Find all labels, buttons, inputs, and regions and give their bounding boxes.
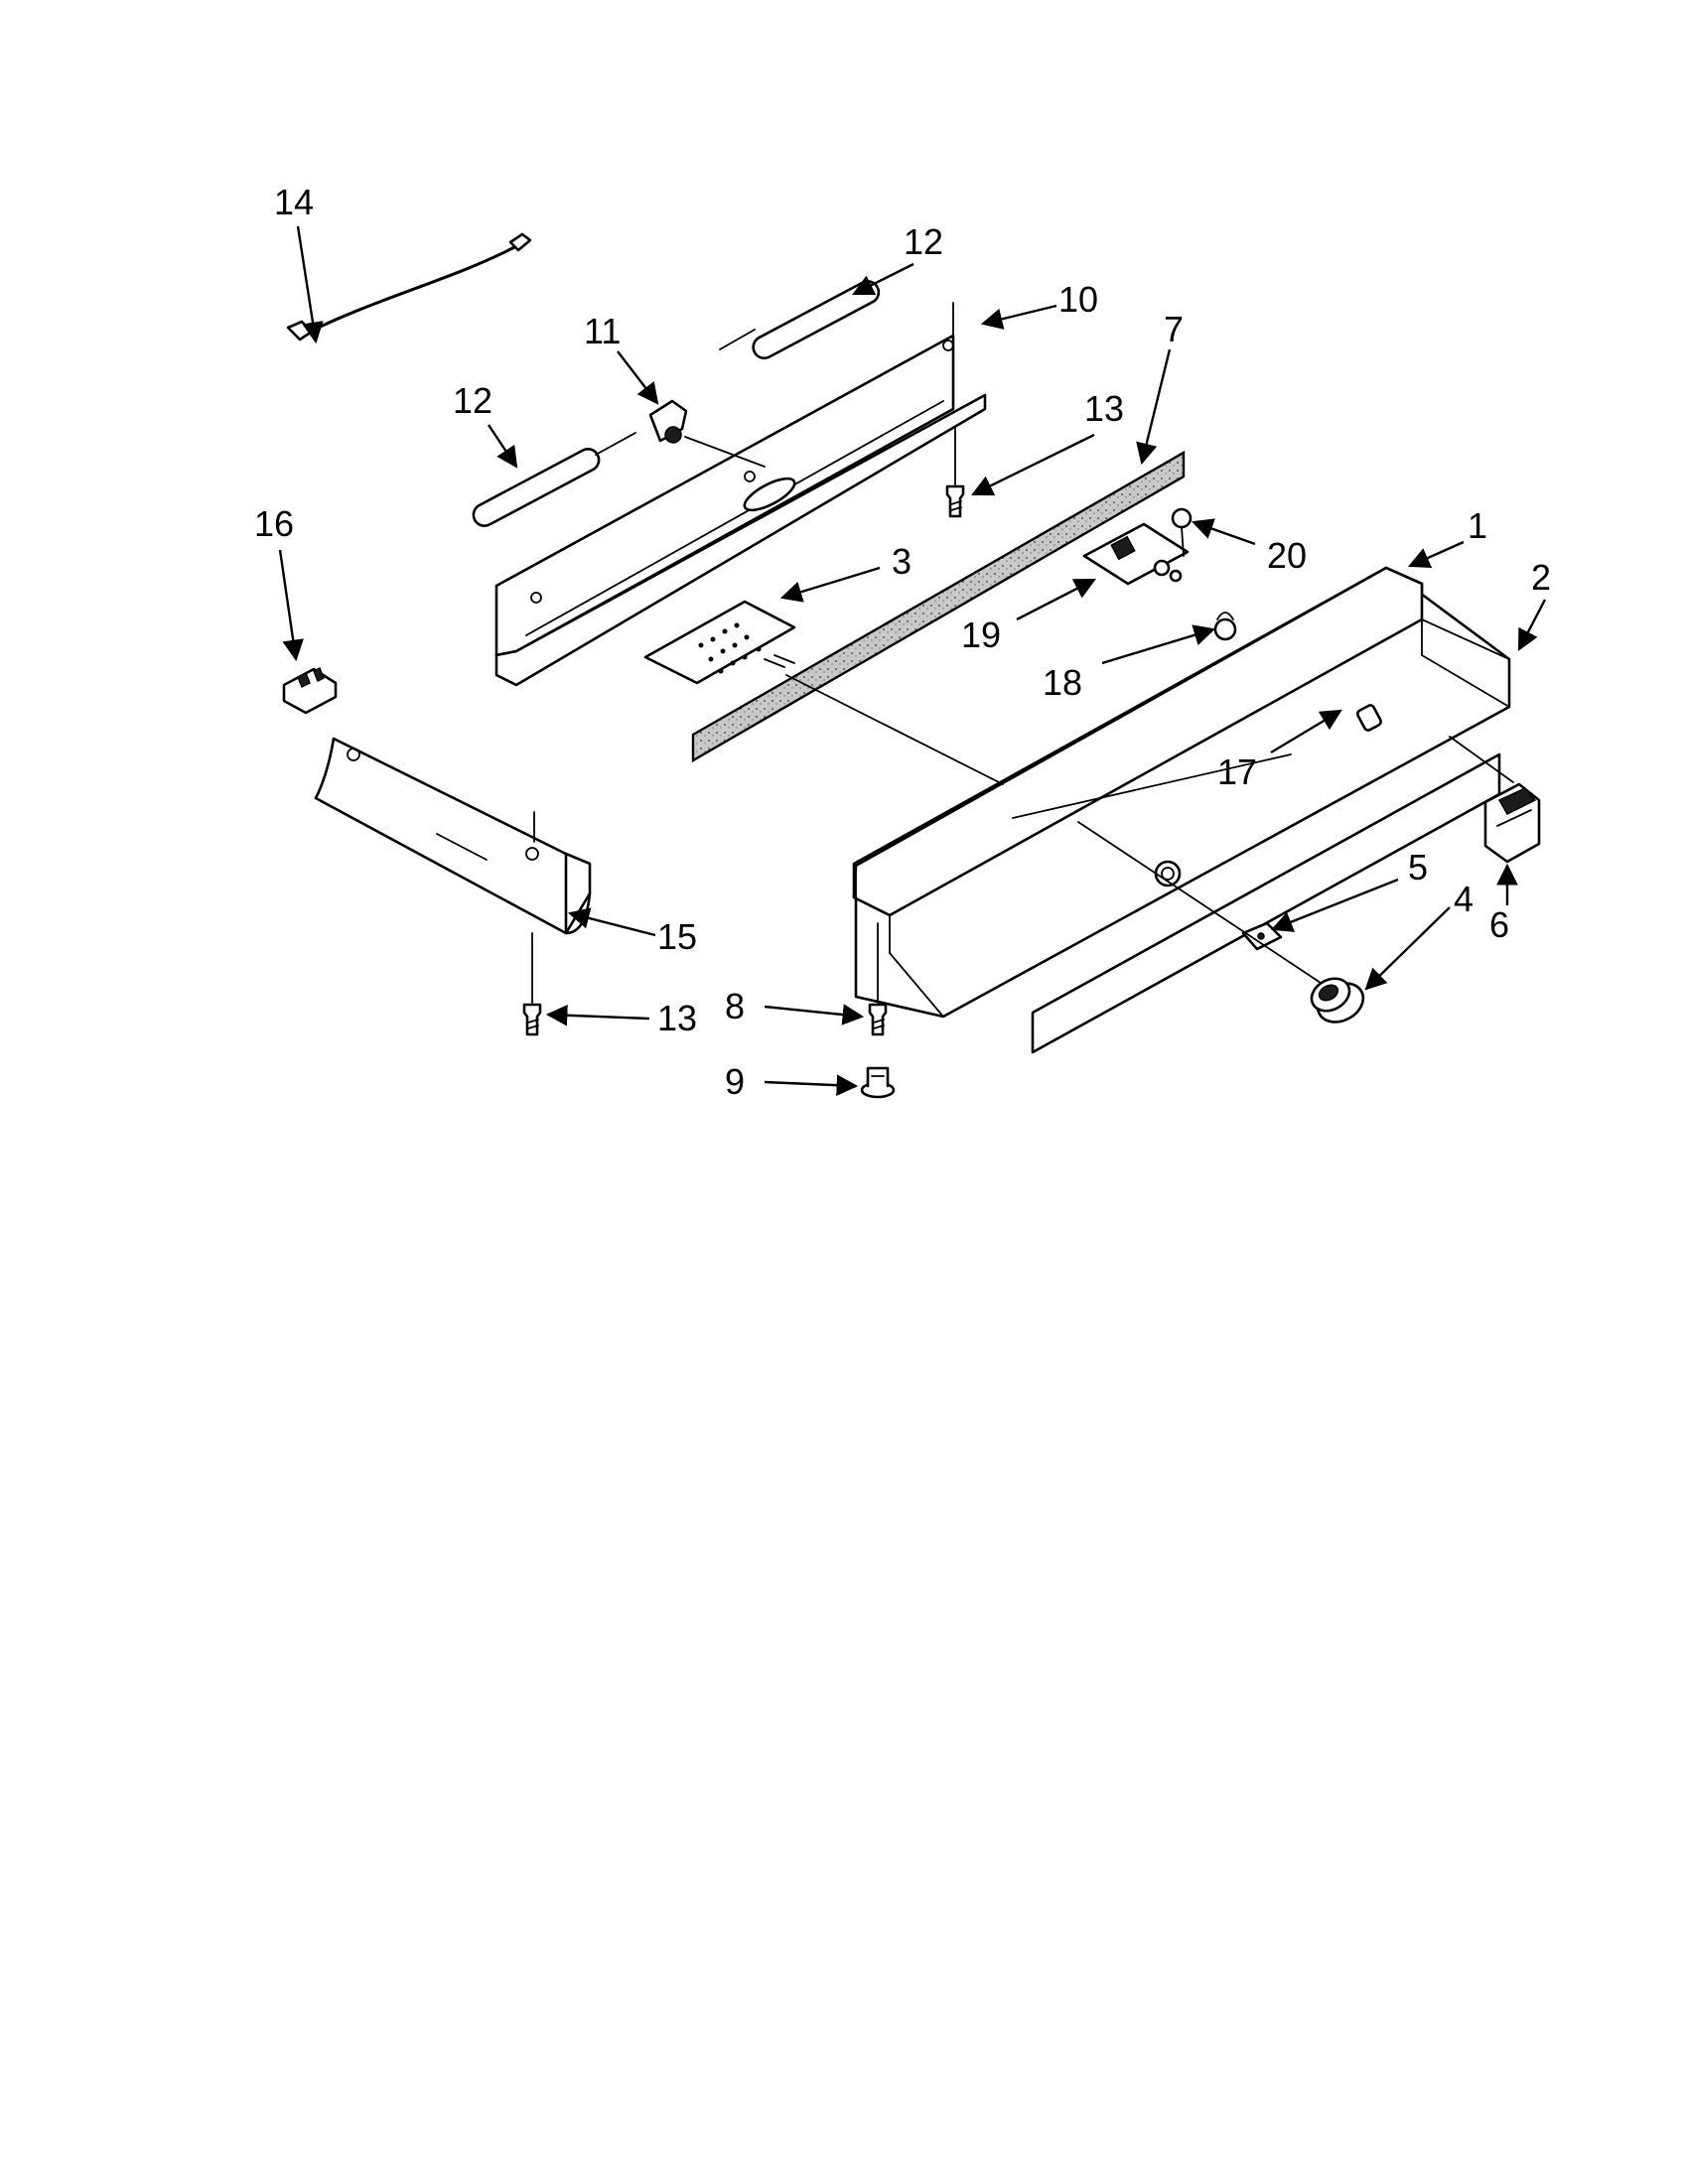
callout-16: 16 [254, 503, 294, 544]
callout-15: 15 [657, 916, 697, 957]
callout-17: 17 [1217, 751, 1257, 792]
callout-12-lower: 12 [453, 380, 492, 421]
part-6-rocker-switch [1483, 782, 1541, 864]
part-10-mounting-bracket [494, 302, 987, 687]
callout-19: 19 [961, 614, 1001, 655]
leader-1 [1408, 540, 1465, 568]
callout-11: 11 [584, 311, 621, 351]
part-9-foot [860, 1066, 896, 1099]
callout-3: 3 [892, 541, 912, 582]
leader-13-upper [971, 433, 1095, 496]
leader-15 [567, 907, 656, 937]
part-20-screw [1171, 507, 1193, 557]
leader-10 [980, 304, 1057, 330]
leader-16 [278, 549, 304, 662]
callout-9: 9 [725, 1061, 745, 1102]
callout-7: 7 [1164, 309, 1184, 349]
callout-2: 2 [1531, 557, 1551, 598]
leader-4 [1364, 906, 1451, 991]
callout-14: 14 [274, 182, 314, 222]
part-2-housing [785, 566, 1514, 1054]
leader-5 [1270, 878, 1399, 932]
callout-6: 6 [1489, 904, 1509, 945]
part-12-sensor-lower [472, 432, 636, 527]
part-7-gasket-strip [691, 450, 1186, 763]
leader-lines [278, 225, 1547, 1096]
part-15-lower-trim [314, 737, 592, 1004]
callout-5: 5 [1408, 847, 1428, 887]
part-11-clip [648, 399, 766, 468]
callout-20: 20 [1267, 535, 1307, 576]
callout-1: 1 [1468, 505, 1487, 546]
part-14-wire-harness [286, 232, 532, 341]
leader-7 [1136, 348, 1172, 466]
leader-2 [1517, 599, 1547, 651]
callout-18: 18 [1043, 662, 1082, 703]
part-19-control-board [1082, 522, 1190, 586]
leader-14 [296, 225, 324, 344]
part-3-keypad [643, 600, 796, 685]
leader-17 [1270, 709, 1342, 754]
leader-3 [779, 566, 881, 603]
leader-19 [1016, 578, 1096, 621]
callout-12-upper: 12 [904, 221, 943, 262]
part-13-screw-lower [522, 1003, 542, 1036]
leader-20 [1191, 518, 1256, 546]
part-18-clip [1213, 612, 1237, 641]
callout-labels: 14 12 10 11 12 7 13 16 3 1 2 20 19 18 17… [254, 182, 1551, 1102]
leader-8 [764, 1004, 865, 1025]
leader-18 [1101, 624, 1216, 665]
leader-12-upper [852, 262, 914, 296]
callout-8: 8 [725, 986, 745, 1026]
leader-12-lower [488, 424, 518, 469]
leader-9 [764, 1074, 859, 1096]
part-8-screw [868, 922, 888, 1036]
callout-13-upper: 13 [1084, 388, 1124, 429]
callout-10: 10 [1058, 279, 1098, 320]
leader-11 [617, 350, 659, 405]
part-13-screw-upper [945, 426, 965, 518]
leader-13-lower [545, 1004, 650, 1026]
part-4-knob [1310, 977, 1365, 1024]
part-16-clip [282, 666, 338, 715]
callout-4: 4 [1454, 879, 1474, 919]
callout-13-lower: 13 [657, 998, 697, 1038]
part-12-sensor-upper [719, 280, 881, 360]
